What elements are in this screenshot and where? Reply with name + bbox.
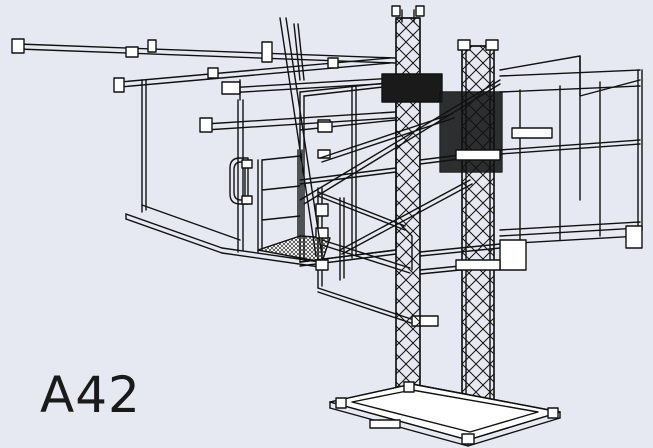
outrigger-arm-lower bbox=[199, 111, 396, 133]
rear-mast bbox=[391, 5, 425, 389]
model-label: A42 bbox=[40, 366, 141, 424]
front-mast bbox=[455, 39, 501, 419]
drive-unit bbox=[381, 73, 443, 103]
outrigger-arm-middle bbox=[113, 57, 396, 101]
left-guard-rail bbox=[125, 79, 321, 268]
access-gate bbox=[229, 149, 303, 253]
mast-base-frame bbox=[329, 381, 561, 447]
cage-enclosure bbox=[299, 81, 397, 267]
